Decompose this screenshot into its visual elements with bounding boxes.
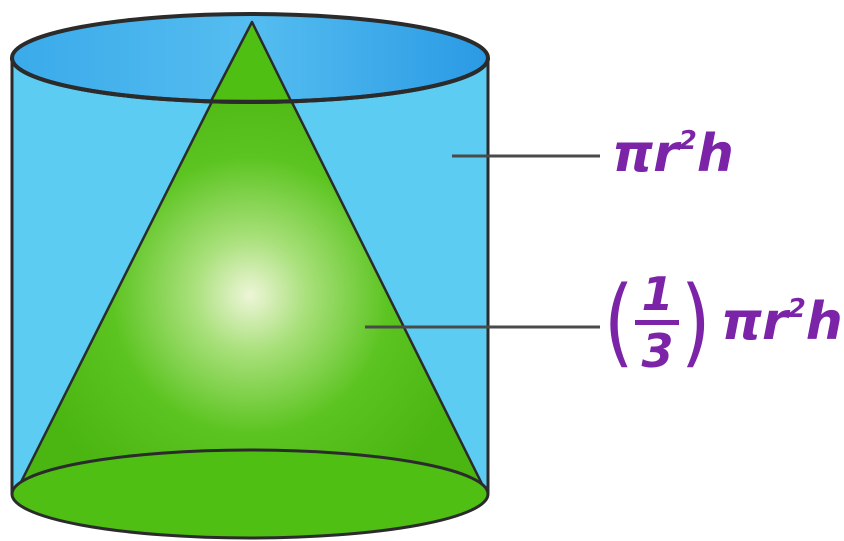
fraction-bar [635, 319, 680, 325]
cone-formula-exponent: 2 [787, 293, 806, 324]
cone-formula-base: πr [720, 292, 788, 352]
fraction-denominator: 3 [641, 323, 674, 378]
cylinder-formula-exponent: 2 [678, 125, 697, 156]
fraction-numerator: 1 [641, 266, 674, 321]
cylinder-top-rim [10, 57, 490, 104]
cylinder-formula-base: πr [612, 124, 679, 184]
one-third-fraction: 1 3 [635, 266, 680, 378]
open-paren: ( [603, 266, 634, 378]
cone-volume-formula: ( 1 3 ) πr2h [600, 262, 843, 382]
cone-formula-expression: πr2h [721, 296, 843, 348]
cylinder-formula-tail: h [696, 124, 734, 184]
cone-base [10, 448, 490, 540]
cone-formula-tail: h [805, 292, 843, 352]
close-paren: ) [681, 266, 712, 378]
cylinder-volume-formula: πr2h [612, 128, 734, 180]
